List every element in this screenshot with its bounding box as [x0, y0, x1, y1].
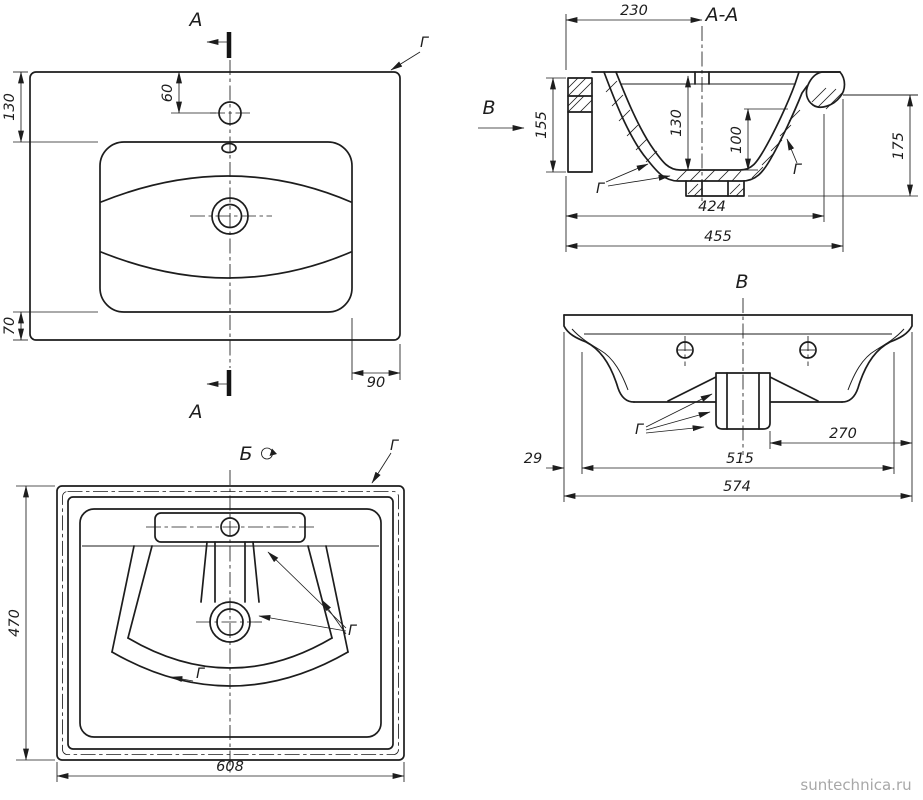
section-note-right: Г: [793, 162, 803, 178]
side-note: Г: [635, 422, 645, 438]
section-dim-drain-depth: 100: [729, 126, 745, 154]
side-view-title: В: [735, 271, 748, 293]
section-view-aa: А-А 230 В 155 130 100 175 424 455 Г Г: [478, 3, 918, 252]
bottom-view: Б 470 608 Г Г Г: [7, 438, 405, 782]
plan-dim-rim-to-basin: 130: [2, 93, 18, 121]
bowl-outer-surface: [603, 71, 808, 182]
note-leader-right: [786, 138, 798, 164]
note-leader-left: [605, 163, 649, 183]
bottom-outer-edge: [56, 485, 405, 761]
plan-dimensions: [13, 51, 421, 380]
section-title: А-А: [704, 4, 739, 26]
bottom-dim-width: 608: [216, 759, 244, 775]
plan-dim-basin-front: 70: [2, 317, 18, 335]
side-dimensions: [546, 332, 913, 502]
bottom-geometry: [56, 485, 405, 761]
bottom-note-rim: Г: [390, 438, 400, 454]
section-dim-inner-length: 424: [698, 199, 726, 215]
bowl-wall-right-outer: [325, 545, 349, 653]
side-view-b: В 270 29 515 574 Г: [524, 271, 913, 502]
plan-section-label-top: А: [188, 9, 203, 31]
bowl-wall-left-outer: [111, 545, 135, 653]
bottom-note-leader-rim: [371, 452, 392, 484]
side-dim-inner-width: 515: [726, 451, 754, 467]
bottom-dim-depth: 470: [7, 609, 23, 637]
bowl-inner-surface: [615, 71, 800, 171]
bottom-note-floor: Г: [196, 666, 206, 682]
side-geometry: [563, 314, 913, 430]
side-note-leaders: [645, 393, 713, 428]
bottom-view-title: Б: [239, 443, 252, 465]
plan-section-label-bottom: А: [188, 401, 203, 423]
side-dim-edge-offset: 29: [524, 451, 542, 467]
bottom-step-1: [67, 496, 394, 750]
plan-bowl-bottom-curve: [100, 251, 352, 279]
plan-geometry: [29, 71, 401, 341]
side-centerlines: [677, 298, 816, 455]
section-dim-tap-center: 230: [620, 3, 648, 19]
watermark: suntechnica.ru: [800, 776, 911, 794]
rotated-view-symbol: [261, 447, 277, 460]
section-dim-right-height: 175: [891, 132, 907, 160]
rim-edge-profile: [805, 71, 846, 108]
section-hatching: [567, 77, 843, 197]
plan-dim-basin-side: 90: [367, 375, 385, 391]
plan-outer-rim: [29, 71, 401, 341]
overflow-channel: [200, 541, 208, 603]
bottom-note-walls: Г: [348, 623, 358, 639]
bowl-wall-right-inner: [307, 545, 333, 639]
section-dimensions: [478, 14, 918, 252]
plan-dim-tap-offset: 60: [160, 84, 176, 102]
bottom-seal-line: [62, 491, 399, 755]
side-dim-drain-offset: 270: [829, 426, 857, 442]
plan-surface-note: Г: [420, 35, 430, 51]
bottom-note-leader-floor: [170, 676, 194, 682]
bottom-step-2: [79, 508, 382, 738]
side-left-profile: [563, 314, 635, 403]
side-dim-overall-width: 574: [723, 479, 751, 495]
view-b-label: В: [482, 97, 495, 119]
apron-left: [567, 77, 593, 173]
plan-bowl-top-curve: [100, 175, 352, 203]
bottom-dimensions: [16, 452, 405, 782]
plan-section-marks: [206, 32, 232, 396]
section-dim-apron-height: 155: [534, 111, 550, 139]
plan-basin-rim: [99, 141, 353, 313]
plan-view: А А 130 60 70 90 Г: [2, 9, 430, 423]
section-dim-overall-length: 455: [704, 229, 732, 245]
bowl-wall-left-inner: [127, 545, 153, 639]
side-right-profile: [841, 314, 913, 403]
section-dim-bowl-depth: 130: [669, 109, 685, 137]
section-geometry: [567, 71, 918, 197]
overflow-hole: [221, 142, 237, 154]
section-note-left: Г: [596, 181, 606, 197]
bottom-centerlines: [146, 470, 314, 774]
plan-centerlines: [190, 60, 272, 368]
